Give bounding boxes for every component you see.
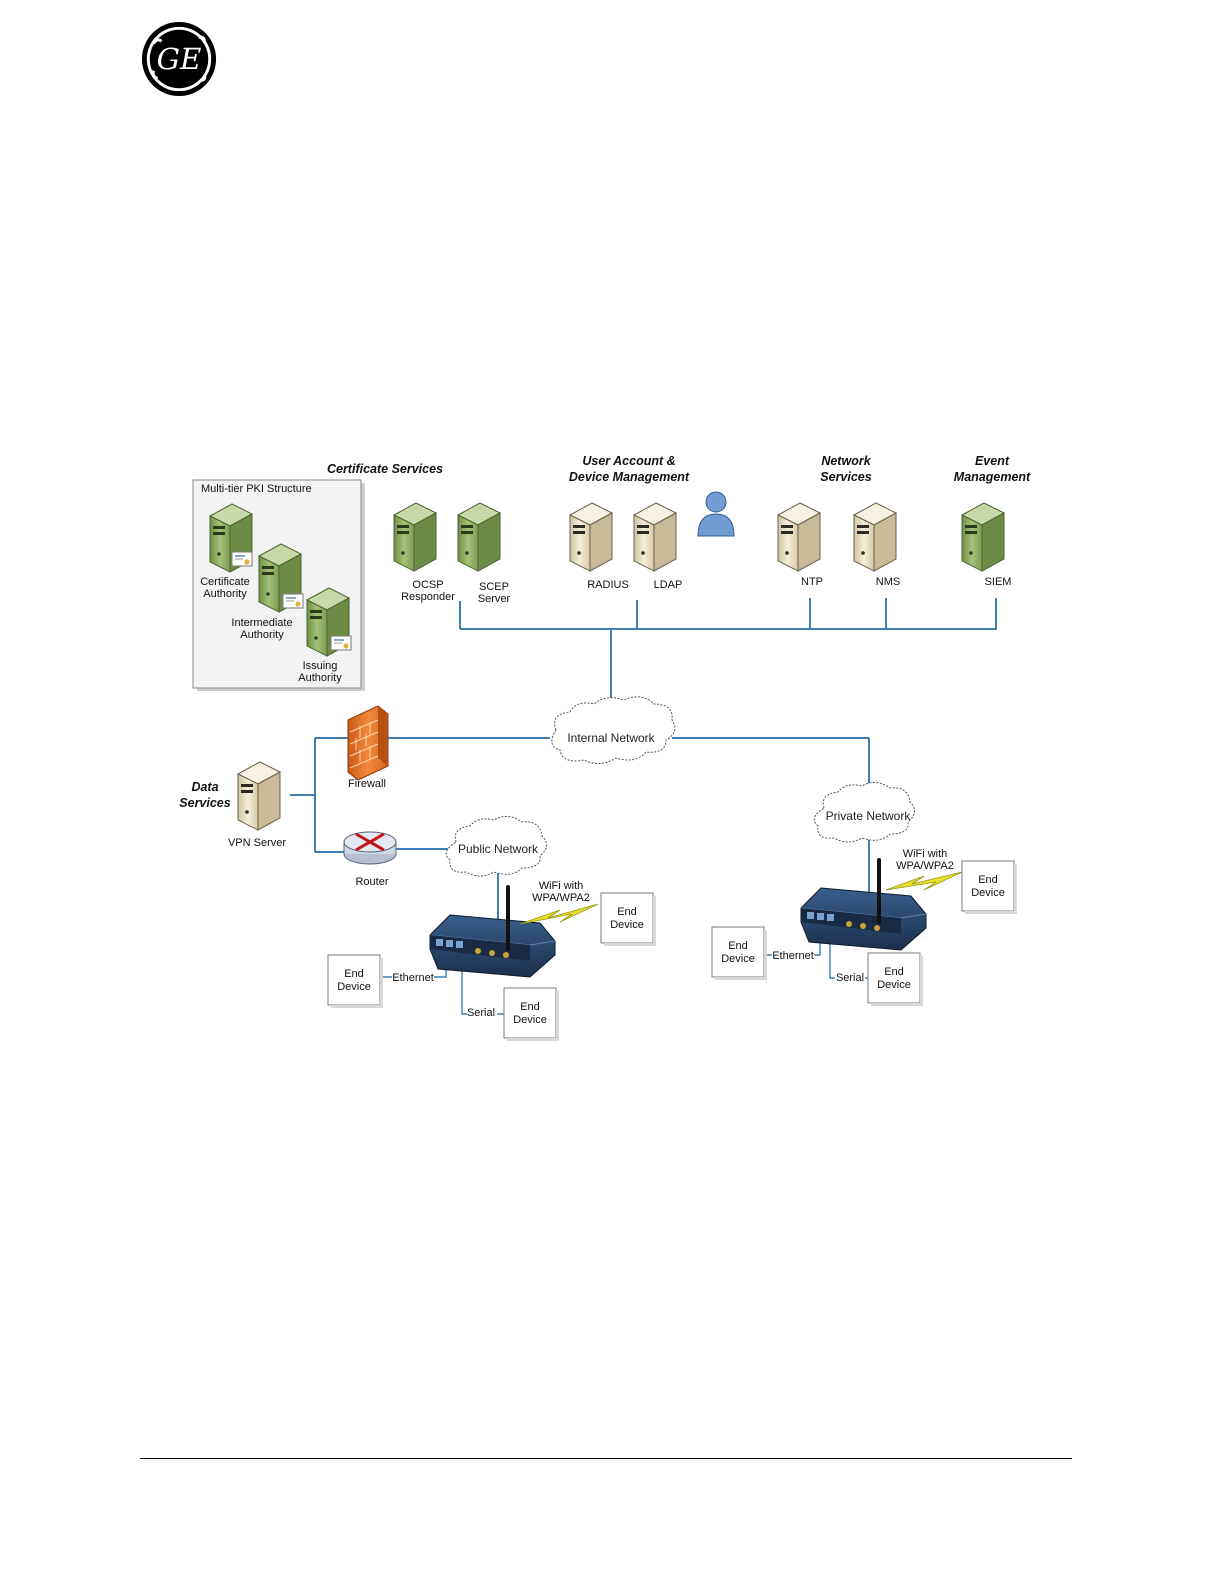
scep-label-line1: SCEP xyxy=(479,581,509,593)
ntp-label: NTP xyxy=(801,576,823,588)
end-device-left-serial-line1: End xyxy=(520,1001,540,1013)
issuing-authority-server-icon xyxy=(306,587,352,657)
certificate-authority-label-line2: Authority xyxy=(203,588,247,600)
ethernet-right-label: Ethernet xyxy=(772,950,814,962)
intermediate-authority-label-line1: Intermediate xyxy=(231,617,292,629)
nms-server-icon xyxy=(853,502,897,572)
ldap-label: LDAP xyxy=(654,579,683,591)
internal-network-cloud: Internal Network xyxy=(551,696,676,764)
siem-server-icon xyxy=(961,502,1005,572)
end-device-right-wifi-line2: Device xyxy=(971,887,1005,899)
wifi-right-bolt-icon xyxy=(885,871,963,891)
wifi-left-bolt-icon xyxy=(519,903,599,925)
public-network-label: Public Network xyxy=(458,842,539,856)
end-device-right-serial-line1: End xyxy=(884,966,904,978)
logo-monogram: GE xyxy=(157,42,202,76)
scep-server-icon xyxy=(457,502,501,572)
end-device-left-serial-line2: Device xyxy=(513,1014,547,1026)
certificate-services-header: Certificate Services xyxy=(327,462,443,476)
ldap-server-icon xyxy=(633,502,677,572)
wifi-right-label-line1: WiFi with xyxy=(903,848,948,860)
end-device-right-ethernet-line1: End xyxy=(728,940,748,952)
pki-title: Multi-tier PKI Structure xyxy=(201,483,312,495)
end-device-right-ethernet-line2: Device xyxy=(721,953,755,965)
radius-server-icon xyxy=(569,502,613,572)
firewall-label: Firewall xyxy=(348,778,386,790)
end-device-left-wifi-line1: End xyxy=(617,906,637,918)
firewall-icon xyxy=(347,705,389,781)
end-device-right-wifi-line1: End xyxy=(978,874,998,886)
footer-rule xyxy=(140,1458,1072,1459)
end-device-left-wifi-line2: Device xyxy=(610,919,644,931)
issuing-authority-label-line1: Issuing xyxy=(303,660,338,672)
private-network-label: Private Network xyxy=(826,809,912,823)
user-account-header-line1: User Account & xyxy=(582,454,675,468)
ocsp-label-line1: OCSP xyxy=(412,579,443,591)
end-device-left-ethernet-line2: Device xyxy=(337,981,371,993)
user-icon xyxy=(697,491,735,537)
vpn-server-icon xyxy=(237,761,281,831)
intermediate-authority-label-line2: Authority xyxy=(240,629,284,641)
vpn-server-label: VPN Server xyxy=(228,837,286,849)
certificate-authority-server-icon xyxy=(209,503,253,573)
pki-structure-box: Multi-tier PKI Structure Certificate Aut… xyxy=(192,479,365,691)
data-services-header-line2: Services xyxy=(179,796,230,810)
event-management-header-line2: Management xyxy=(954,470,1031,484)
router-label: Router xyxy=(355,876,388,888)
scep-label-line2: Server xyxy=(478,593,511,605)
network-services-header-line2: Services xyxy=(820,470,871,484)
ocsp-label-line2: Responder xyxy=(401,591,455,603)
router-icon xyxy=(343,831,397,865)
issuing-authority-label-line2: Authority xyxy=(298,672,342,684)
serial-left-label: Serial xyxy=(467,1007,495,1019)
nms-label: NMS xyxy=(876,576,900,588)
radius-label: RADIUS xyxy=(587,579,629,591)
ethernet-left-label: Ethernet xyxy=(392,972,434,984)
certificate-authority-label-line1: Certificate xyxy=(200,576,250,588)
data-services-header-line1: Data xyxy=(191,780,218,794)
ge-logo: GE xyxy=(141,21,217,97)
ocsp-server-icon xyxy=(393,502,437,572)
wifi-left-label-line1: WiFi with xyxy=(539,880,584,892)
serial-right-label: Serial xyxy=(836,972,864,984)
event-management-header-line1: Event xyxy=(975,454,1010,468)
end-device-right-serial-line2: Device xyxy=(877,979,911,991)
user-account-header-line2: Device Management xyxy=(569,470,690,484)
intermediate-authority-server-icon xyxy=(258,543,304,613)
wifi-left-label-line2: WPA/WPA2 xyxy=(532,892,590,904)
public-network-cloud: Public Network xyxy=(445,816,547,877)
end-device-left-ethernet-line1: End xyxy=(344,968,364,980)
siem-label: SIEM xyxy=(985,576,1012,588)
private-network-cloud: Private Network xyxy=(813,782,915,843)
network-services-header-line1: Network xyxy=(821,454,871,468)
backbone-links xyxy=(290,598,997,925)
internal-network-label: Internal Network xyxy=(567,731,655,745)
ntp-server-icon xyxy=(777,502,821,572)
wifi-right-label-line2: WPA/WPA2 xyxy=(896,860,954,872)
